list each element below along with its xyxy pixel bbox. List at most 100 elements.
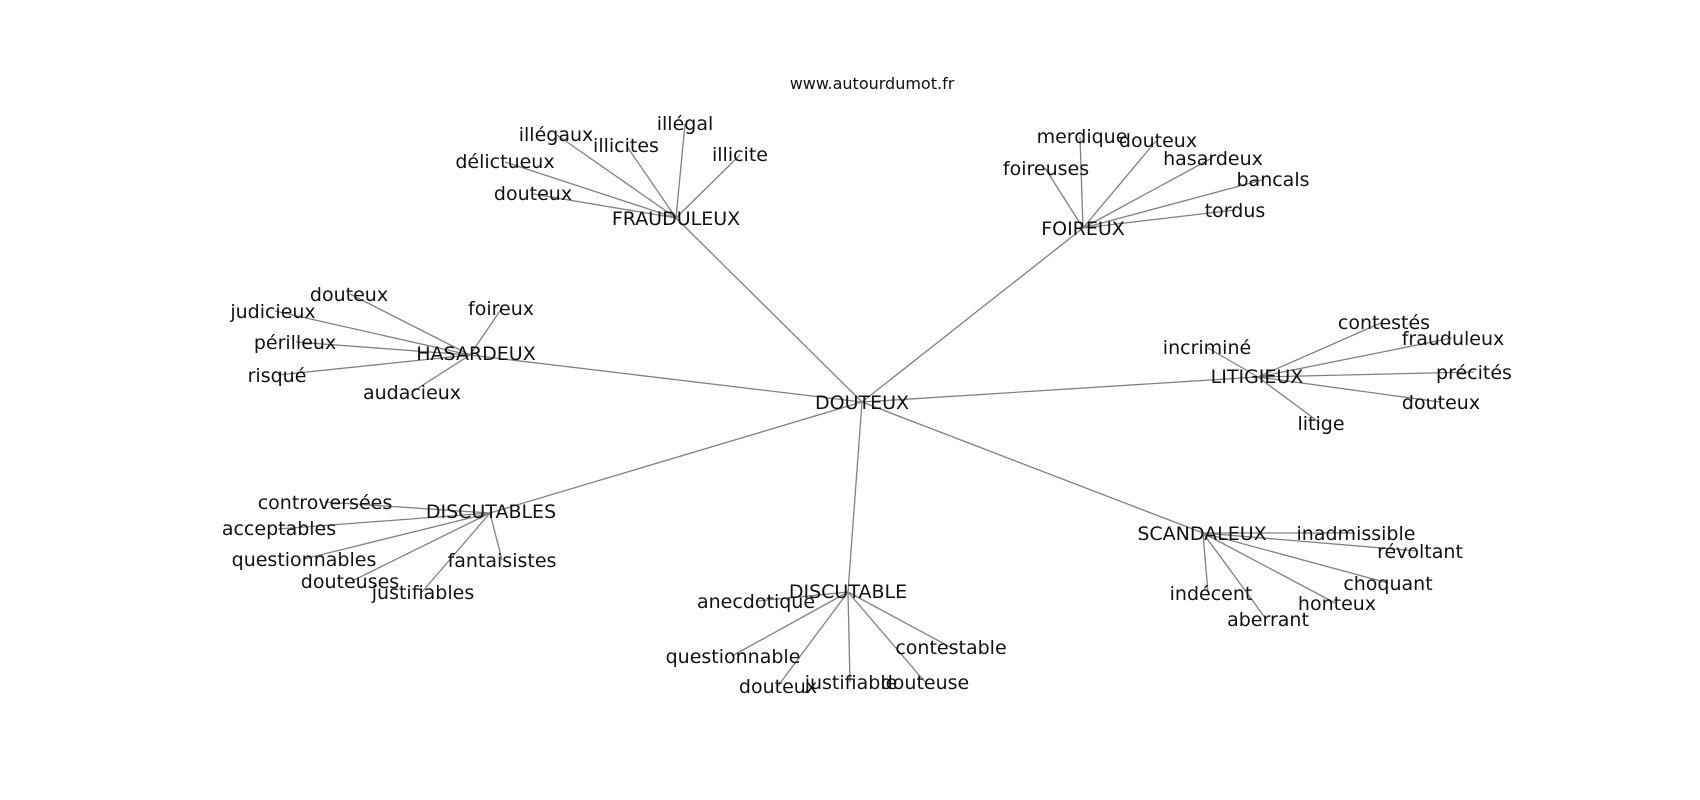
leaf-label: questionnable <box>666 646 801 668</box>
edge-litigieux-precites <box>1257 371 1475 378</box>
hub-litigieux: LITIGIEUX <box>1211 366 1304 388</box>
leaf-label: judicieux <box>229 301 315 323</box>
edge-center-hasardeux <box>469 354 863 403</box>
edge-foireux-tordus <box>1082 209 1236 229</box>
leaf-label: anecdotique <box>697 591 815 613</box>
leaf-label: frauduleux <box>1402 328 1505 350</box>
edge-hasardeux-judicieux <box>274 310 471 356</box>
leaf-label: indécent <box>1170 583 1253 605</box>
hub-discutable: DISCUTABLE <box>789 581 907 603</box>
edge-scandaleux-indecent <box>1202 532 1209 594</box>
edge-hasardeux-risque <box>277 354 471 376</box>
edge-center-discutable <box>847 401 863 593</box>
site-url: www.autourdumot.fr <box>790 74 955 93</box>
edge-center-scandaleux <box>861 401 1204 534</box>
edge-hasardeux-audacieux <box>411 354 471 393</box>
leaf-label: douteux <box>1402 392 1480 414</box>
edge-discutable-questionnable <box>731 591 849 657</box>
leaf-label: illicites <box>593 135 659 157</box>
leaf-label: douteux <box>310 284 388 306</box>
edge-fraudouleux-illicites <box>625 144 677 219</box>
edge-discutables-fantaisistes <box>489 512 503 561</box>
edge-discutable-anecdotique <box>756 591 849 602</box>
edges-litigieux <box>1207 321 1475 424</box>
leaf-label: justifiables <box>371 582 475 604</box>
leaf-label: acceptables <box>222 518 336 540</box>
edge-discutable-justifiable <box>847 591 851 683</box>
leaf-label: foireuses <box>1003 158 1089 180</box>
leaf-label: douteuses <box>301 571 399 593</box>
leaf-label: inadmissible <box>1297 523 1416 545</box>
leaf-label: fantaisistes <box>448 550 557 572</box>
edge-foireux-bancals <box>1082 179 1263 229</box>
edge-discutables-controversees <box>324 501 491 514</box>
edge-foireux-douteux <box>1082 140 1157 229</box>
leaf-label: merdique <box>1037 126 1128 148</box>
edges-hasardeux <box>274 293 503 393</box>
edge-discutables-douteuses <box>351 512 491 582</box>
edge-scandaleux-honteux <box>1202 532 1336 604</box>
leaf-label: questionnables <box>232 549 377 571</box>
leaf-label: douteux <box>739 676 817 698</box>
leaf-label: aberrant <box>1227 609 1309 631</box>
edge-discutable-douteux <box>777 591 849 687</box>
edge-center-fraudouleux <box>675 217 863 403</box>
leaf-label: douteux <box>1119 130 1197 152</box>
leaf-label: incriminé <box>1163 337 1251 359</box>
leaf-label: honteux <box>1298 593 1376 615</box>
edge-fraudouleux-illegal <box>675 123 686 219</box>
hub-foireux: FOIREUX <box>1041 218 1125 240</box>
edge-litigieux-litige <box>1257 376 1321 424</box>
leaf-label: périlleux <box>254 332 336 354</box>
edge-center-litigieux <box>861 376 1259 403</box>
edge-scandaleux-choquant <box>1202 532 1389 584</box>
edge-hasardeux-foireux <box>469 307 503 356</box>
leaf-label: contestable <box>895 637 1006 659</box>
leaf-label: douteuse <box>881 672 970 694</box>
leaf-label: choquant <box>1343 573 1432 595</box>
edge-litigieux-incrimine <box>1207 347 1259 378</box>
leaf-label: délictueux <box>455 151 554 173</box>
edge-hasardeux-douteux <box>349 293 471 356</box>
leaf-label: hasardeux <box>1163 148 1263 170</box>
leaf-label: foireux <box>468 298 534 320</box>
edge-scandaleux-revoltant <box>1202 532 1419 552</box>
leaf-label: précités <box>1436 362 1512 384</box>
edge-foireux-merdique <box>1079 136 1084 229</box>
leaf-label: controversées <box>258 492 393 514</box>
center-node: DOUTEUX <box>815 392 909 414</box>
hub-edges <box>469 217 1259 593</box>
leaf-label: illégal <box>657 113 714 135</box>
leaf-label: contestés <box>1338 312 1430 334</box>
edge-litigieux-frauduleux <box>1257 337 1453 378</box>
edges-scandaleux <box>1202 532 1419 620</box>
leaf-label: audacieux <box>363 382 461 404</box>
edge-discutables-justifiables <box>421 512 491 593</box>
leaf-label: illégaux <box>519 124 594 146</box>
leaf-label: illicite <box>712 144 768 166</box>
leaf-label: tordus <box>1205 200 1266 222</box>
edges-foireux <box>1044 136 1263 229</box>
edges-discutable <box>731 591 951 687</box>
leaf-label: bancals <box>1236 169 1309 191</box>
edges-fraudouleux <box>504 123 741 219</box>
leaf-label: risqué <box>248 365 307 387</box>
edge-fraudouleux-delictueux <box>504 161 677 219</box>
hub-discutables: DISCUTABLES <box>426 501 556 523</box>
edge-fraudouleux-illegaux <box>556 134 677 219</box>
edge-center-foireux <box>861 227 1084 403</box>
leaf-label: douteux <box>494 183 572 205</box>
leaf-label: révoltant <box>1377 541 1463 563</box>
hub-hasardeux: HASARDEUX <box>416 343 535 365</box>
leaf-label: litige <box>1297 413 1344 435</box>
edge-hasardeux-perilleux <box>295 341 471 356</box>
edge-discutable-douteuse <box>847 591 926 683</box>
edge-fraudouleux-douteux <box>532 193 677 219</box>
edge-scandaleux-aberrant <box>1202 532 1267 620</box>
hub-scandaleux: SCANDALEUX <box>1137 523 1266 545</box>
edge-fraudouleux-illicite <box>675 154 741 219</box>
edge-discutable-contestable <box>847 591 951 648</box>
edge-litigieux-contestes <box>1257 321 1384 378</box>
edge-discutables-acceptables <box>277 512 491 530</box>
edge-center-discutables <box>489 401 863 514</box>
